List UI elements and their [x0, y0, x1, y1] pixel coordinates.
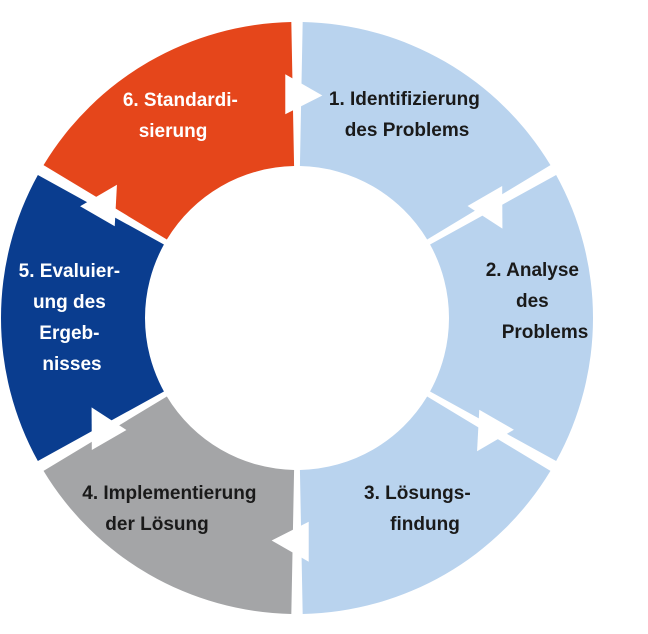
- segment-4: [43, 396, 295, 614]
- segment-5: [1, 174, 164, 462]
- arrows-layer: [80, 74, 514, 562]
- segment-6-label: 6. Standardi- sierung: [123, 90, 243, 142]
- labels-layer: 1. Identifizierung des Problems 2. Analy…: [19, 89, 589, 535]
- segment-3: [299, 396, 551, 614]
- segments-layer: [1, 22, 594, 614]
- segment-2: [430, 174, 594, 462]
- segment-3-label: 3. Lösungs- findung: [364, 483, 476, 535]
- segment-1-label: 1. Identifizierung des Problems: [329, 89, 485, 141]
- arrow-5-icon: [91, 407, 127, 450]
- arrow-4-icon: [271, 521, 309, 562]
- arrow-6-icon: [80, 184, 117, 227]
- segment-1: [299, 22, 551, 240]
- arrow-1-icon: [285, 74, 323, 115]
- segment-6: [43, 22, 295, 240]
- arrow-2-icon: [467, 186, 503, 229]
- segment-5-label: 5. Evaluier- ung des Ergeb- nisses: [19, 261, 126, 375]
- arrow-3-icon: [477, 409, 514, 452]
- segment-2-label: 2. Analyse des Problems: [486, 260, 589, 343]
- segment-4-label: 4. Implementierung der Lösung: [82, 483, 261, 535]
